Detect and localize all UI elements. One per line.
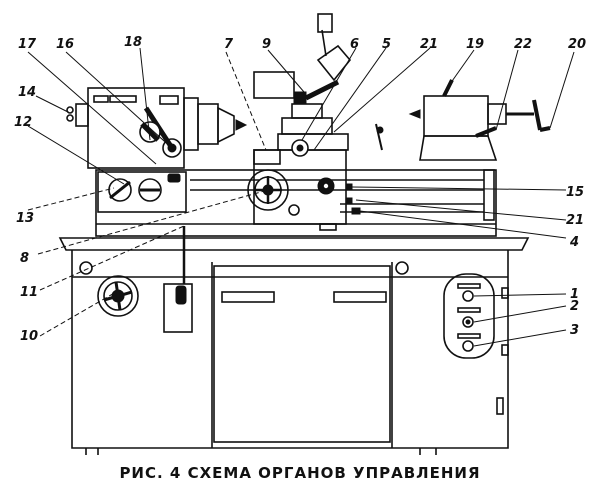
- callout-12: 12: [14, 115, 32, 130]
- callout-21-bottom: 21: [566, 213, 584, 228]
- callout-2: 2: [570, 299, 579, 314]
- callout-1: 1: [570, 287, 579, 302]
- tailstock: [375, 79, 551, 161]
- callout-19: 19: [466, 37, 484, 52]
- callout-6: 6: [350, 37, 359, 52]
- callout-13: 13: [16, 211, 34, 226]
- callout-7: 7: [224, 37, 234, 52]
- callout-labels: 17 16 18 14 12 13 7 9 6 5 21 19 22 20 8 …: [14, 35, 586, 344]
- callout-4: 4: [569, 235, 579, 250]
- callout-21-top: 21: [420, 37, 438, 52]
- callout-16: 16: [56, 37, 74, 52]
- callout-9: 9: [262, 37, 271, 52]
- electrical-control-panel: [443, 273, 495, 359]
- callout-17: 17: [18, 37, 37, 52]
- callout-8: 8: [20, 251, 29, 266]
- callout-5: 5: [382, 37, 391, 52]
- callout-22: 22: [514, 37, 532, 52]
- callout-15: 15: [566, 185, 584, 200]
- figure-caption: РИС. 4 СХЕМА ОРГАНОВ УПРАВЛЕНИЯ: [119, 464, 480, 482]
- leader-lines: [27, 47, 575, 347]
- handwheel-10: [97, 275, 139, 317]
- callout-11: 11: [20, 285, 38, 300]
- callout-10: 10: [20, 329, 38, 344]
- headstock: [66, 87, 248, 213]
- callout-20: 20: [568, 37, 586, 52]
- callout-3: 3: [570, 323, 579, 338]
- callout-14: 14: [18, 85, 36, 100]
- tool-post-assembly: [253, 13, 352, 157]
- callout-18: 18: [124, 35, 142, 50]
- lathe-base-cabinet: [58, 237, 530, 455]
- lever-11: [163, 226, 193, 333]
